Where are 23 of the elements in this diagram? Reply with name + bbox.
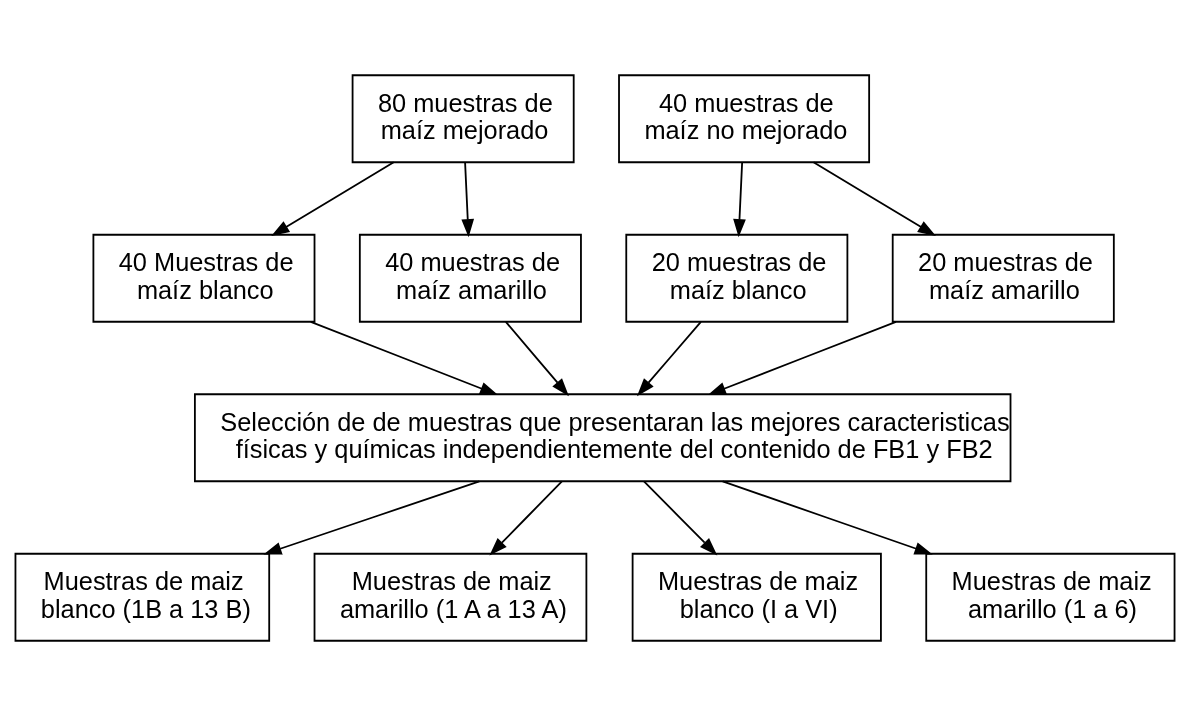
arrow xyxy=(263,480,481,555)
arrow xyxy=(733,161,746,238)
arrow xyxy=(707,320,897,396)
node-box: 40 muestras de maíz no mejorado xyxy=(618,74,871,164)
node-box: 20 muestras de maíz blanco xyxy=(625,233,849,323)
node-box: 40 Muestras de maíz blanco xyxy=(92,233,316,323)
arrow xyxy=(461,161,475,238)
arrow xyxy=(643,480,718,556)
node-box: Muestras de maiz amarillo (1 A a 13 A) xyxy=(313,552,588,642)
arrow xyxy=(636,320,702,397)
arrow xyxy=(812,161,936,236)
node-box: Muestras de maiz amarillo (1 a 6) xyxy=(925,552,1176,642)
arrow xyxy=(489,480,563,556)
node-box: 40 muestras de maíz amarillo xyxy=(358,233,582,323)
node-box: Muestras de maiz blanco (I a VI) xyxy=(631,552,882,642)
arrow xyxy=(271,161,395,236)
node-box: Muestras de maiz blanco (1B a 13 B) xyxy=(14,552,271,642)
arrow xyxy=(504,320,569,397)
node-box: 20 muestras de maíz amarillo xyxy=(891,233,1115,323)
node-box: Selección de de muestras que presentaran las mejores caracteristicas físicas y químicas independientemente del contenido de FB1 y FB2 xyxy=(194,393,1012,483)
node-box: 80 muestras de maíz mejorado xyxy=(351,74,575,164)
arrow xyxy=(309,320,499,396)
arrow xyxy=(721,480,933,555)
